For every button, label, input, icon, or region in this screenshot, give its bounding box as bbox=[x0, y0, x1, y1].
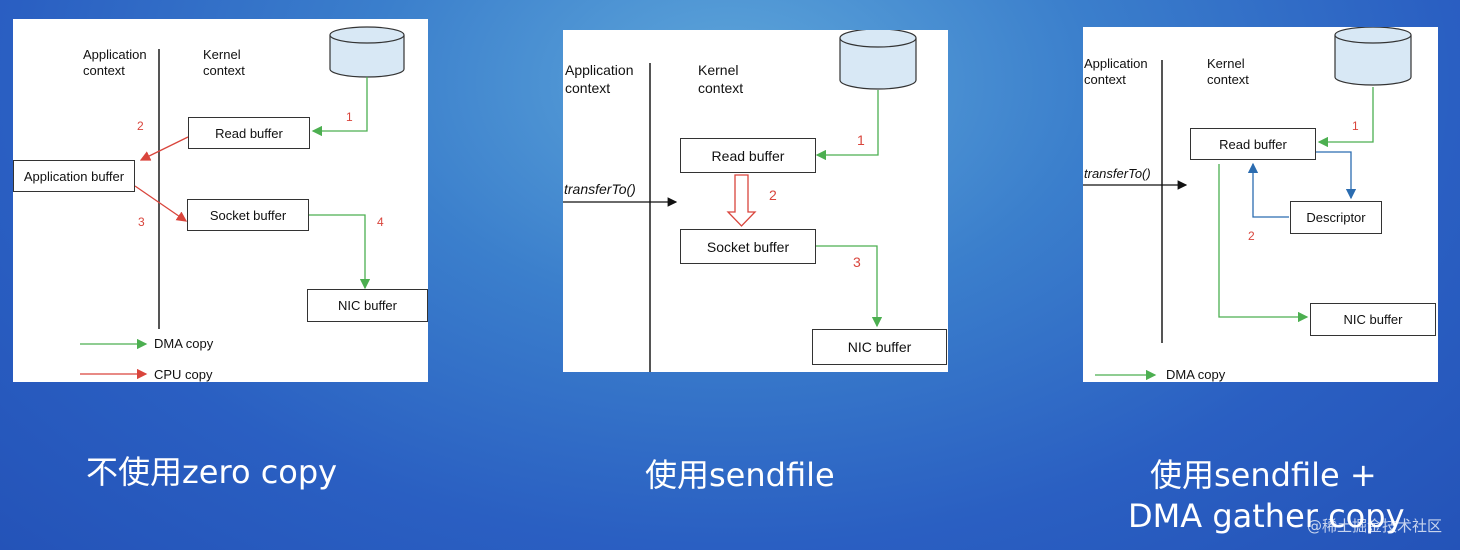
cpu-arrow-2 bbox=[139, 136, 189, 161]
caption-no-zero-copy: 不使用zero copy bbox=[86, 453, 338, 491]
dma-arrow-1 bbox=[311, 77, 368, 137]
nic-buffer-box: NIC buffer bbox=[307, 289, 428, 322]
application-context-label: Application context bbox=[83, 47, 147, 78]
socket-buffer-box: Socket buffer bbox=[680, 229, 816, 264]
step-2-number: 2 bbox=[137, 119, 144, 133]
descriptor-arrow-back bbox=[1247, 162, 1289, 218]
panel3-graphics bbox=[1083, 27, 1412, 381]
application-context-label: Application context bbox=[565, 62, 634, 96]
application-buffer-box: Application buffer bbox=[13, 160, 135, 192]
legend-dma-label: DMA copy bbox=[154, 336, 214, 351]
step-3-number: 3 bbox=[853, 254, 861, 270]
dma-arrow-4 bbox=[309, 214, 371, 290]
panel2-graphics bbox=[563, 30, 917, 372]
kernel-context-label: Kernel context bbox=[1207, 56, 1249, 87]
step-1-number: 1 bbox=[857, 132, 865, 148]
dma-arrow-3 bbox=[816, 245, 883, 328]
step-1-number: 1 bbox=[1352, 119, 1359, 133]
descriptor-arrow-out bbox=[1301, 151, 1357, 200]
kernel-context-label: Kernel context bbox=[698, 62, 744, 96]
caption-sendfile: 使用sendfile bbox=[645, 456, 835, 494]
disk-icon bbox=[329, 26, 405, 78]
dma-arrow-1 bbox=[815, 90, 879, 161]
step-1-number: 1 bbox=[346, 110, 353, 124]
legend-cpu-label: CPU copy bbox=[154, 367, 213, 382]
cpu-arrow-3 bbox=[134, 185, 188, 222]
panel-sendfile: Application context Kernel context trans… bbox=[563, 30, 948, 372]
disk-icon bbox=[839, 30, 917, 90]
descriptor-box: Descriptor bbox=[1290, 201, 1382, 234]
dma-gather-arrow bbox=[1218, 164, 1309, 323]
kernel-context-label: Kernel context bbox=[203, 47, 245, 78]
step-2-number: 2 bbox=[1248, 229, 1255, 243]
read-buffer-box: Read buffer bbox=[188, 117, 310, 149]
panel1-graphics bbox=[80, 26, 405, 380]
step-3-number: 3 bbox=[138, 215, 145, 229]
disk-icon bbox=[1334, 27, 1412, 86]
dma-arrow-1 bbox=[1317, 87, 1374, 148]
step-4-number: 4 bbox=[377, 215, 384, 229]
panel-no-zero-copy: Application context Kernel context Read … bbox=[13, 19, 428, 382]
socket-buffer-box: Socket buffer bbox=[187, 199, 309, 231]
panel-sendfile-dma-gather: Application context Kernel context trans… bbox=[1083, 27, 1438, 382]
transfer-to-call-label: transferTo() bbox=[1084, 166, 1151, 181]
watermark: @稀土掘金技术社区 bbox=[1306, 517, 1442, 535]
legend-dma-label: DMA copy bbox=[1166, 367, 1226, 382]
read-buffer-box: Read buffer bbox=[1190, 128, 1316, 160]
nic-buffer-box: NIC buffer bbox=[812, 329, 947, 365]
cpu-copy-hollow-arrow-2 bbox=[726, 174, 757, 227]
step-2-number: 2 bbox=[769, 187, 777, 203]
read-buffer-box: Read buffer bbox=[680, 138, 816, 173]
caption-sendfile-gather-line1: 使用sendfile + bbox=[1150, 456, 1377, 494]
nic-buffer-box: NIC buffer bbox=[1310, 303, 1436, 336]
transfer-to-call-label: transferTo() bbox=[564, 181, 636, 197]
caption-sendfile-gather-line2: DMA gather copy bbox=[1128, 497, 1405, 535]
application-context-label: Application context bbox=[1084, 56, 1148, 87]
